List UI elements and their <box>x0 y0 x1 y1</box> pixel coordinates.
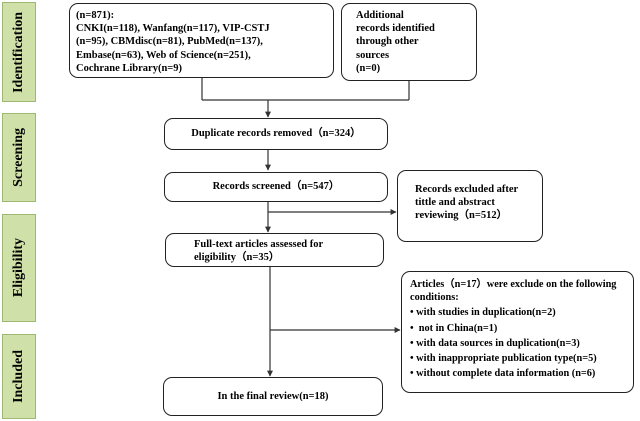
condition-item: • with data sources in duplication(n=3) <box>410 337 580 349</box>
condition-item: • not in China(n=1) <box>410 322 498 334</box>
stage-identification-label: Identification <box>11 11 26 93</box>
stage-eligibility: Eligibility <box>2 214 36 322</box>
condition-item: • with studies in duplication(n=2) <box>410 307 556 319</box>
excluded-title-text: Records excluded after tittle and abstra… <box>415 184 519 222</box>
stage-included: Included <box>2 334 36 419</box>
fulltext-box: Full-text articles assessed for eligibil… <box>165 233 384 267</box>
other-sources-box: Additional records identified through ot… <box>341 3 477 81</box>
articles-excluded-heading: Articles（n=17）were exclude on the follow… <box>410 279 617 304</box>
condition-list: • with studies in duplication(n=2) • not… <box>410 306 627 380</box>
other-sources-text: Additional records identified through ot… <box>356 10 435 74</box>
final-box: In the final review(n=18) <box>163 377 383 416</box>
condition-item: • without complete data information (n=6… <box>410 368 596 380</box>
stage-identification: Identification <box>2 2 36 102</box>
duplicates-box: Duplicate records removed（n=324） <box>164 118 388 150</box>
stage-screening: Screening <box>2 113 36 202</box>
excluded-title-box: Records excluded after tittle and abstra… <box>397 170 543 242</box>
stage-eligibility-label: Eligibility <box>11 238 26 298</box>
stage-screening-label: Screening <box>11 128 26 187</box>
stage-included-label: Included <box>11 350 26 403</box>
databases-text: (n=871): CNKI(n=118), Wanfang(n=117), VI… <box>76 10 270 74</box>
condition-item: • with inappropriate publication type(n=… <box>410 353 597 365</box>
screened-text: Records screened（n=547） <box>212 181 340 193</box>
databases-box: (n=871): CNKI(n=118), Wanfang(n=117), VI… <box>69 3 334 78</box>
final-text: In the final review(n=18) <box>217 390 329 402</box>
articles-excluded-box: Articles（n=17）were exclude on the follow… <box>401 271 634 393</box>
screened-box: Records screened（n=547） <box>164 172 388 202</box>
fulltext-text: Full-text articles assessed for eligibil… <box>194 239 324 264</box>
duplicates-text: Duplicate records removed（n=324） <box>191 128 361 140</box>
